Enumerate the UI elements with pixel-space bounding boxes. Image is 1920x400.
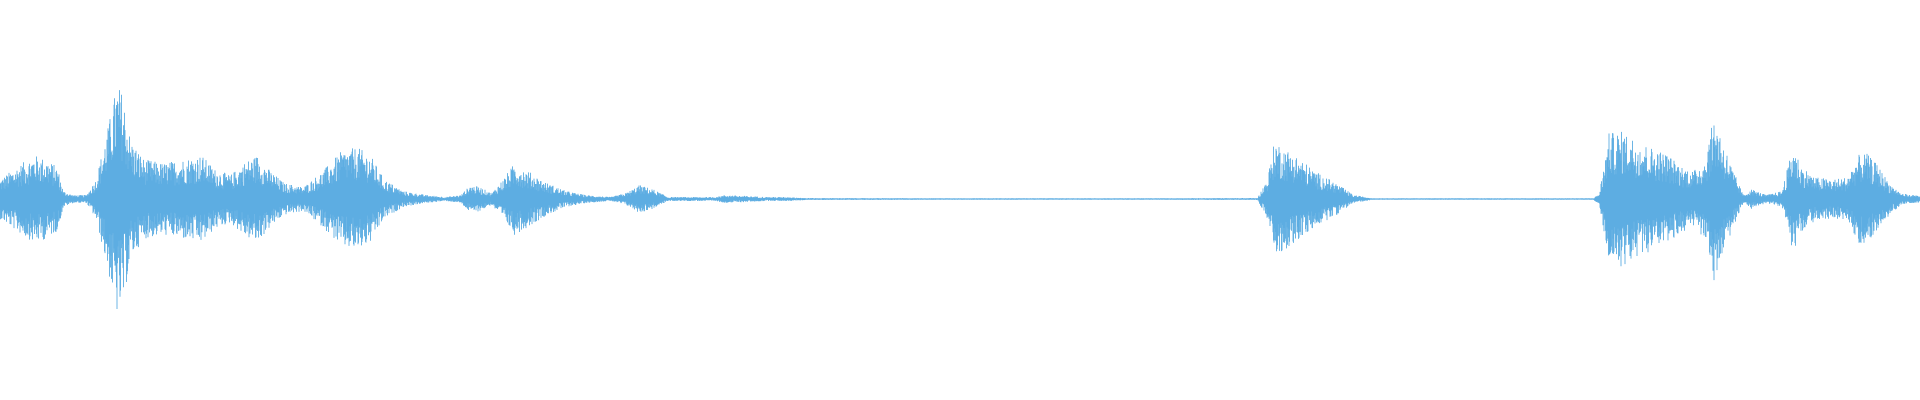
waveform-samples bbox=[0, 90, 1920, 309]
